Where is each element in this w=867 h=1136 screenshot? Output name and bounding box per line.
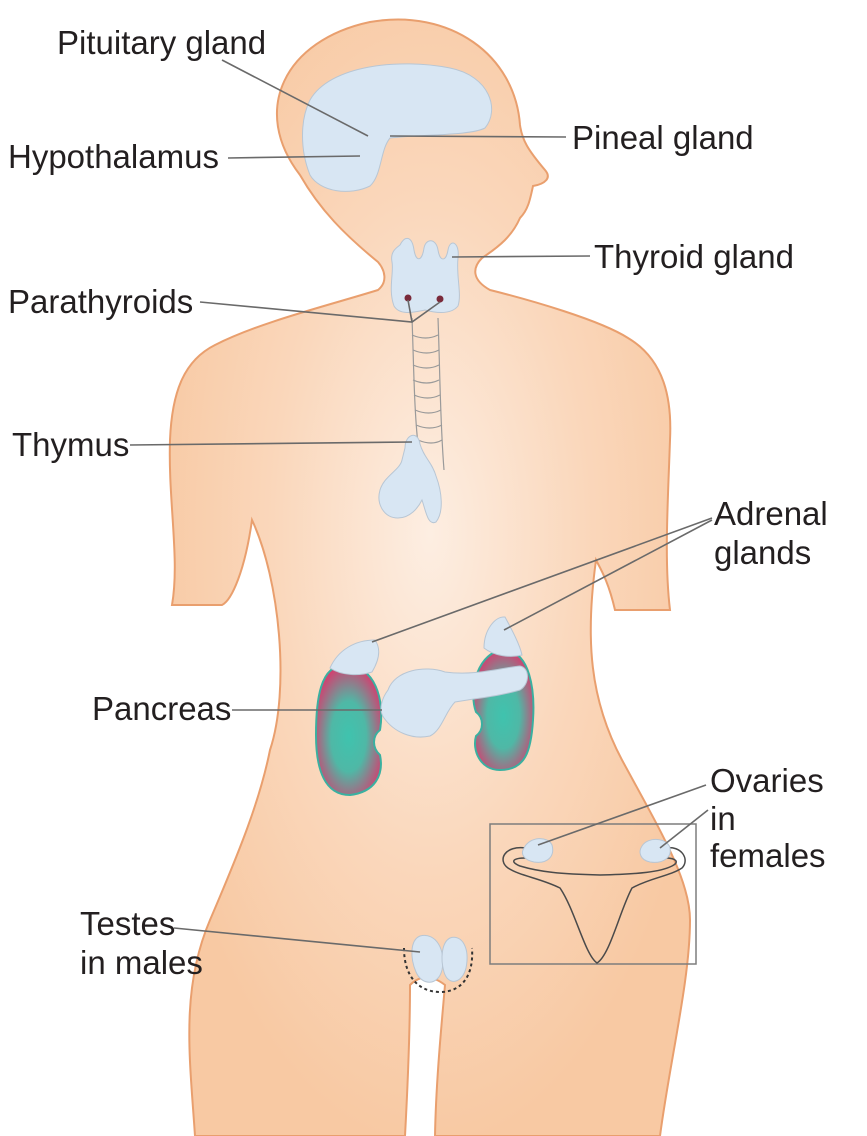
label-testes-line2: in males	[80, 944, 203, 981]
parathyroid-right	[436, 295, 444, 303]
leader-testes	[173, 927, 421, 953]
label-ovaries-line3: females	[710, 837, 826, 874]
leader-hypothalamus	[227, 155, 361, 159]
label-pancreas: Pancreas	[92, 690, 231, 727]
leader-thymus	[129, 441, 413, 446]
label-thyroid: Thyroid gland	[594, 238, 794, 275]
label-ovaries-line2: in	[710, 800, 736, 837]
label-adrenal-line1: Adrenal	[714, 495, 828, 532]
uterus-tubes	[502, 846, 686, 964]
leader-ovary-left	[537, 784, 707, 846]
testis-left	[411, 934, 444, 983]
parathyroid-left	[404, 294, 412, 302]
leader-thyroid	[451, 255, 591, 258]
thymus	[378, 434, 442, 524]
label-adrenal-line2: glands	[714, 534, 811, 571]
label-ovaries-line1: Ovaries	[710, 762, 824, 799]
leader-pineal	[389, 135, 567, 138]
scrotum-outline	[403, 947, 474, 994]
kidney-left	[314, 663, 383, 797]
leader-ovary-right	[659, 809, 709, 849]
leader-lines	[129, 59, 713, 953]
label-thymus: Thymus	[12, 426, 129, 463]
female-inset-frame	[489, 823, 697, 965]
adrenal-gland-right	[483, 616, 523, 657]
label-testes-line1: Testes	[80, 905, 175, 942]
label-pineal: Pineal gland	[572, 119, 754, 156]
ovary-left	[521, 838, 554, 863]
leader-adrenal-right	[503, 519, 713, 631]
adrenal-gland-left	[329, 639, 380, 676]
leader-adrenal-left	[371, 517, 713, 643]
label-hypothalamus: Hypothalamus	[8, 138, 219, 175]
body-silhouette	[168, 18, 692, 1136]
pancreas	[380, 665, 528, 738]
trachea	[411, 317, 445, 471]
thyroid-gland	[390, 237, 460, 313]
leader-parathyroids	[199, 299, 441, 323]
label-parathyroids: Parathyroids	[8, 283, 193, 320]
leader-pituitary	[221, 59, 369, 137]
label-pituitary: Pituitary gland	[57, 24, 266, 61]
labels: Pituitary gland Hypothalamus Pineal glan…	[8, 24, 828, 981]
testis-right	[441, 936, 468, 982]
